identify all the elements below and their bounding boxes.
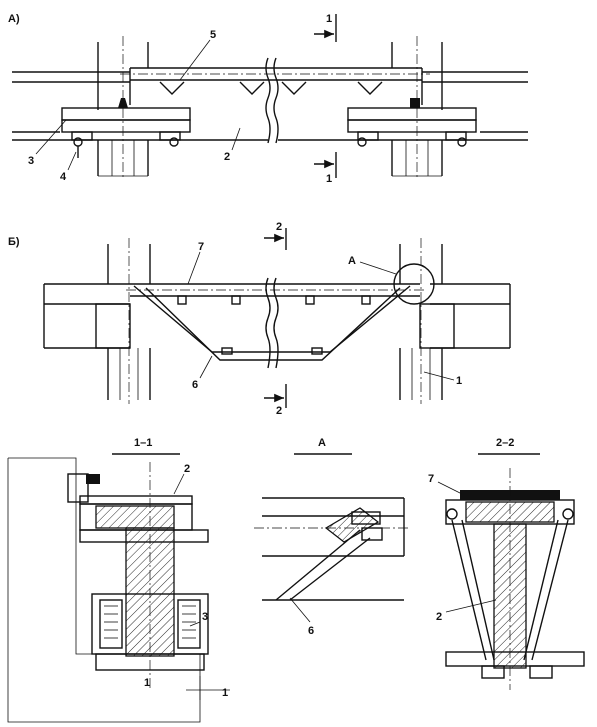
- section-1-1-title: 1–1: [134, 437, 152, 449]
- strut-truss: [133, 285, 411, 361]
- view-a: А): [8, 13, 528, 185]
- cross-beam-b: [126, 283, 426, 305]
- column-left-b: [95, 238, 151, 404]
- section-mark-1-top: 1: [314, 13, 337, 42]
- section-1-top-num: 1: [326, 13, 332, 25]
- callout-6-detail: 6: [308, 625, 314, 637]
- view-a-label: А): [8, 13, 20, 25]
- callout-4: 4: [60, 171, 67, 183]
- callout-3-s11: 3: [202, 611, 208, 623]
- section-2-top-num: 2: [276, 221, 282, 233]
- callout-2-s11: 2: [184, 463, 190, 475]
- section-2-2-title: 2–2: [496, 437, 514, 449]
- callout-1-s11-b: 1: [222, 687, 228, 699]
- section-mark-2-top: 2: [264, 221, 287, 250]
- main-beam-right: [278, 71, 528, 141]
- callout-5: 5: [210, 29, 216, 41]
- callout-2-a: 2: [224, 151, 230, 163]
- section-2-bottom-num: 2: [276, 405, 282, 417]
- callout-3: 3: [28, 155, 34, 167]
- section-1-1: 1–1 2 3 1 1: [7, 437, 230, 723]
- main-beam-left: [12, 71, 268, 141]
- callout-1-s11-a: 1: [144, 677, 150, 689]
- callout-2-s22: 2: [436, 611, 442, 623]
- console-right: [347, 98, 477, 147]
- detail-a-label: А: [348, 255, 356, 267]
- section-2-2: 2–2 7 2: [428, 437, 585, 690]
- detail-a: А 6: [254, 437, 410, 637]
- section-mark-2-bottom: 2: [264, 384, 287, 417]
- break-lines-a: [265, 57, 279, 144]
- cross-beam: [120, 67, 430, 105]
- section-1-bottom-num: 1: [326, 173, 332, 185]
- callout-7-b: 7: [198, 241, 204, 253]
- view-b: Б): [8, 221, 511, 417]
- callout-7-s22: 7: [428, 473, 434, 485]
- view-b-label: Б): [8, 236, 20, 248]
- column-right-b: [399, 238, 455, 404]
- detail-a-title: А: [318, 437, 326, 449]
- section-mark-1-bottom: 1: [314, 152, 337, 185]
- detail-a-circle: [393, 263, 435, 305]
- callout-1-b: 1: [456, 375, 462, 387]
- callout-6-b: 6: [192, 379, 198, 391]
- console-left: [61, 98, 191, 158]
